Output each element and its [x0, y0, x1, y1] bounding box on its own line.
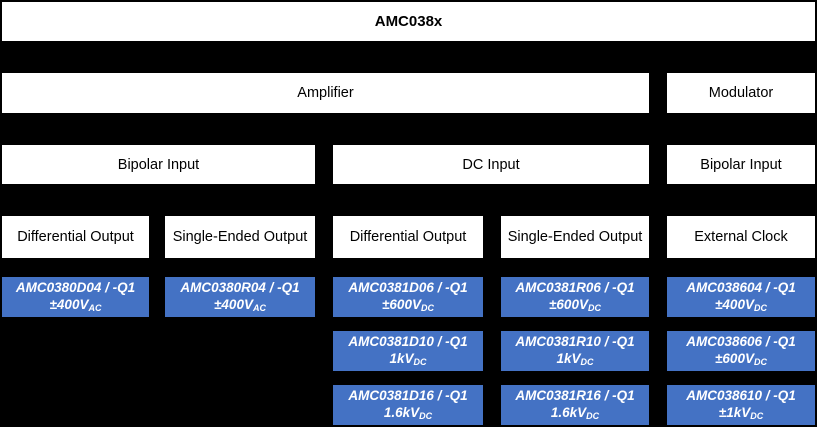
part-number: AMC0380R04 / -Q1 [180, 279, 300, 295]
branch-differential-output-left: Differential Output [2, 216, 149, 258]
branch-dc-input: DC Input [333, 145, 649, 184]
part-rating: 1kVDC [389, 351, 427, 368]
rating-subscript: DC [419, 411, 433, 422]
branch-single-ended-output-left: Single-Ended Output [165, 216, 315, 258]
part-rating: ±1kVDC [718, 405, 764, 422]
branch-bipolar-input-right: Bipolar Input [667, 145, 815, 184]
rating-subscript: AC [88, 303, 102, 314]
branch-bipolar-input-left: Bipolar Input [2, 145, 315, 184]
branch-modulator: Modulator [667, 73, 815, 113]
part-box-amc038606: AMC038606 / -Q1 ±600VDC [667, 331, 815, 371]
part-number: AMC038604 / -Q1 [686, 279, 796, 295]
part-number: AMC0381R06 / -Q1 [515, 279, 635, 295]
part-number: AMC0381D16 / -Q1 [348, 387, 468, 403]
branch-amplifier-label: Amplifier [297, 85, 354, 101]
part-rating: ±400VDC [715, 297, 767, 314]
rating-subscript: AC [252, 303, 266, 314]
part-rating: ±400VAC [214, 297, 266, 314]
part-number: AMC038610 / -Q1 [686, 387, 796, 403]
part-rating: ±600VDC [715, 351, 767, 368]
branch-differential-output-left-label: Differential Output [17, 229, 134, 245]
part-number: AMC0381R10 / -Q1 [515, 333, 635, 349]
branch-external-clock-label: External Clock [694, 229, 788, 245]
branch-single-ended-output-right-label: Single-Ended Output [507, 229, 643, 245]
part-box-amc0380d04: AMC0380D04 / -Q1 ±400VAC [2, 277, 149, 317]
part-number: AMC0380D04 / -Q1 [15, 279, 136, 295]
part-box-amc038604: AMC038604 / -Q1 ±400VDC [667, 277, 815, 317]
branch-external-clock: External Clock [667, 216, 815, 258]
part-box-amc0381d16: AMC0381D16 / -Q1 1.6kVDC [333, 385, 483, 425]
part-rating: 1.6kVDC [550, 405, 600, 422]
family-title-box: AMC038x [2, 2, 815, 41]
branch-differential-output-right: Differential Output [333, 216, 483, 258]
branch-bipolar-input-left-label: Bipolar Input [117, 156, 200, 173]
branch-amplifier: Amplifier [2, 73, 649, 113]
rating-subscript: DC [750, 411, 764, 422]
branch-bipolar-input-right-label: Bipolar Input [700, 156, 782, 173]
part-rating: ±600VDC [382, 297, 434, 314]
part-box-amc0381r06: AMC0381R06 / -Q1 ±600VDC [501, 277, 649, 317]
part-number: AMC0381D06 / -Q1 [348, 279, 468, 295]
part-box-amc0381r16: AMC0381R16 / -Q1 1.6kVDC [501, 385, 649, 425]
family-title: AMC038x [374, 13, 443, 30]
part-box-amc038610: AMC038610 / -Q1 ±1kVDC [667, 385, 815, 425]
rating-subscript: DC [587, 303, 601, 314]
branch-single-ended-output-left-label: Single-Ended Output [172, 229, 308, 245]
part-box-amc0381d06: AMC0381D06 / -Q1 ±600VDC [333, 277, 483, 317]
part-box-amc0380r04: AMC0380R04 / -Q1 ±400VAC [165, 277, 315, 317]
branch-single-ended-output-right: Single-Ended Output [501, 216, 649, 258]
rating-subscript: DC [413, 357, 427, 368]
part-rating: ±400VAC [49, 297, 102, 314]
branch-dc-input-label: DC Input [462, 156, 520, 173]
part-rating: 1.6kVDC [383, 405, 433, 422]
rating-subscript: DC [586, 411, 600, 422]
part-number: AMC0381D10 / -Q1 [348, 333, 468, 349]
part-box-amc0381r10: AMC0381R10 / -Q1 1kVDC [501, 331, 649, 371]
part-number: AMC0381R16 / -Q1 [515, 387, 635, 403]
rating-subscript: DC [420, 303, 434, 314]
branch-modulator-label: Modulator [708, 85, 774, 101]
part-box-amc0381d10: AMC0381D10 / -Q1 1kVDC [333, 331, 483, 371]
part-number: AMC038606 / -Q1 [686, 333, 796, 349]
rating-subscript: DC [753, 357, 767, 368]
branch-differential-output-right-label: Differential Output [349, 229, 467, 245]
part-rating: 1kVDC [556, 351, 594, 368]
rating-subscript: DC [753, 303, 767, 314]
part-rating: ±600VDC [549, 297, 601, 314]
rating-subscript: DC [580, 357, 594, 368]
